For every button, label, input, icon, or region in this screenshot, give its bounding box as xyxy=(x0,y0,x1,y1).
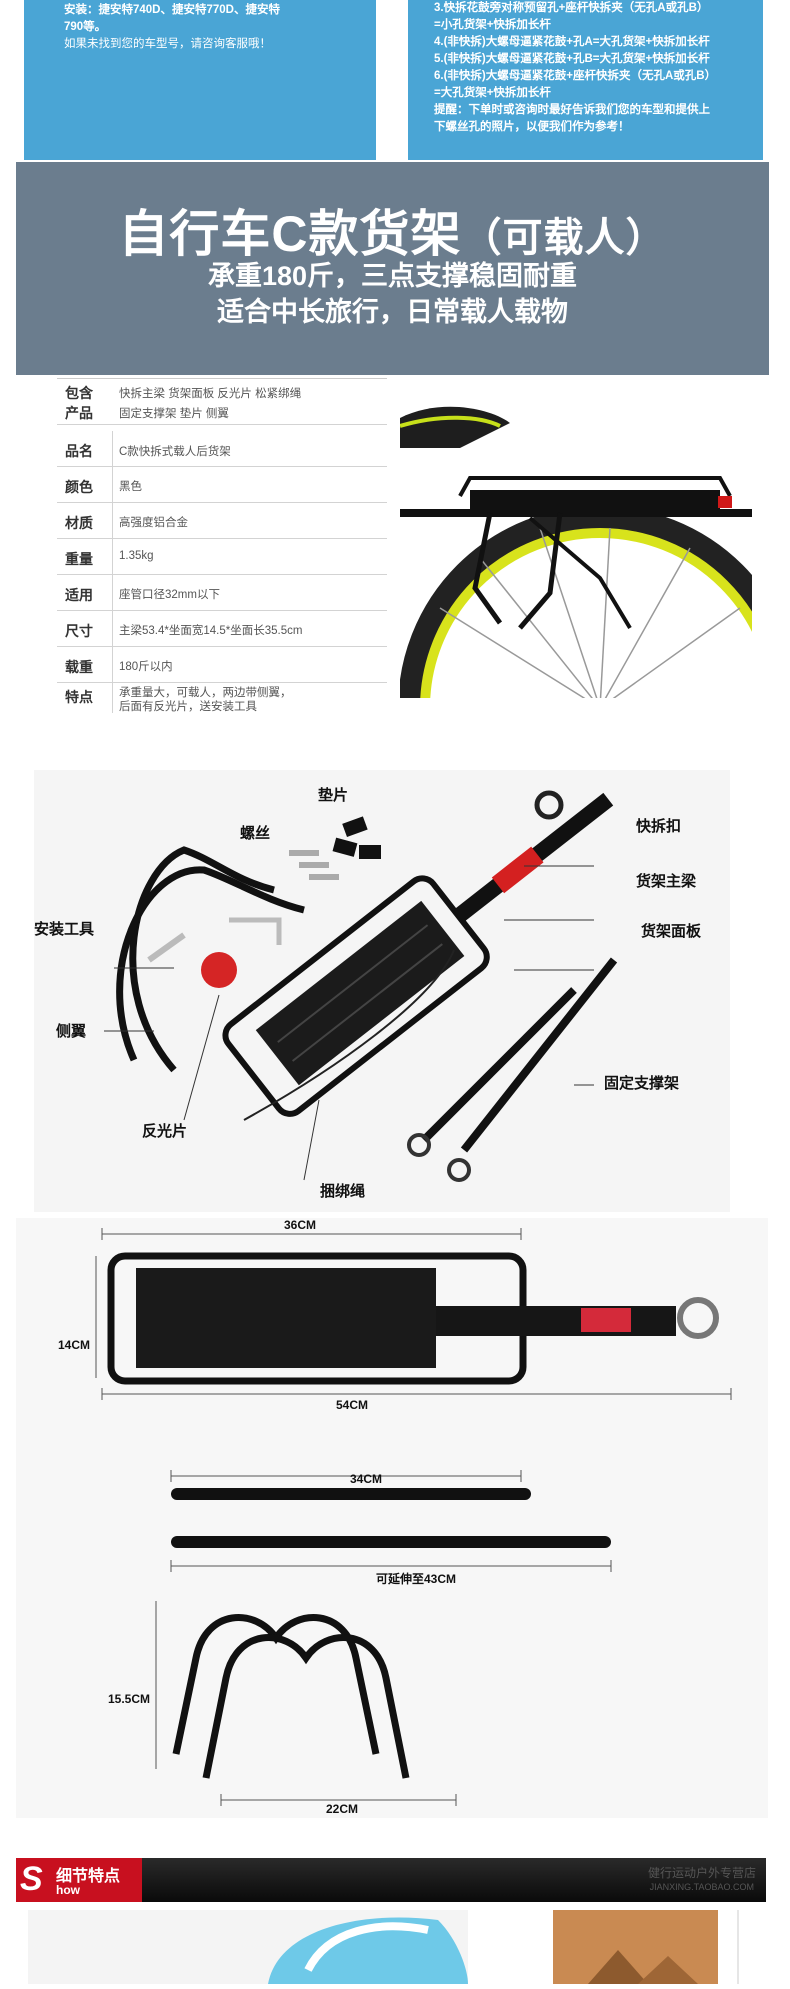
spec-value: 座管口径32mm以下 xyxy=(119,589,220,601)
spec-value: C款快拆式载人后货架 xyxy=(119,446,231,458)
label-panel: 货架面板 xyxy=(641,923,702,940)
install-line: 安装：捷安特740D、捷安特770D、捷安特 xyxy=(64,4,280,16)
dim-rack-height: 14CM xyxy=(58,1338,91,1352)
compat-line: =小孔货架+快拆加长杆 xyxy=(434,19,551,31)
spec-label: 适用 xyxy=(65,587,93,603)
detail-subtitle: how xyxy=(56,1883,80,1897)
spec-value: 后面有反光片，送安装工具 xyxy=(119,701,257,713)
label-strap: 捆绑绳 xyxy=(320,1183,366,1200)
spec-row: 载重 180斤以内 xyxy=(57,647,387,683)
compat-line: 4.(非快拆)大螺母逼紧花鼓+孔A=大孔货架+快拆加长杆 xyxy=(434,36,710,48)
dim-support-length: 34CM xyxy=(350,1472,383,1486)
banner-title-suffix: （可载人） xyxy=(461,216,667,260)
detail-header-badge: S 细节特点 how xyxy=(16,1858,142,1902)
detail-big-letter: S xyxy=(20,1860,43,1898)
spec-table: 包含 产品 快拆主梁 货架面板 反光片 松紧绑绳 固定支撑架 垫片 侧翼 品名 … xyxy=(57,378,387,713)
install-line: 790等。 xyxy=(64,21,107,33)
shop-url: JIANXING.TAOBAO.COM xyxy=(649,1882,754,1892)
spec-value: 1.35kg xyxy=(119,550,154,562)
spec-row: 材质 高强度铝合金 xyxy=(57,503,387,539)
spec-row: 重量 1.35kg xyxy=(57,539,387,575)
label-support: 固定支撑架 xyxy=(604,1075,680,1092)
label-wing: 侧翼 xyxy=(56,1023,87,1040)
spec-value: 高强度铝合金 xyxy=(119,517,188,529)
detail-photos xyxy=(28,1910,756,1984)
spec-value: 180斤以内 xyxy=(119,661,173,673)
compat-line: 5.(非快拆)大螺母逼紧花鼓+孔B=大孔货架+快拆加长杆 xyxy=(434,53,710,65)
reminder-line: 提醒：下单时或咨询时最好告诉我们您的车型和提供上 xyxy=(434,104,710,116)
dimensions-illustration xyxy=(16,1218,768,1818)
compat-info-panel: 3.快拆花鼓旁对称预留孔+座杆快拆夹（无孔A或孔B） =小孔货架+快拆加长杆 4… xyxy=(408,0,763,160)
banner-title-main: 自行车C款货架 xyxy=(118,206,462,262)
label-reflector: 反光片 xyxy=(142,1123,188,1140)
spec-row: 特点 承重量大，可载人，两边带侧翼， 后面有反光片，送安装工具 xyxy=(57,683,387,714)
dim-support-extend: 可延伸至43CM xyxy=(376,1572,457,1586)
spec-label: 产品 xyxy=(65,405,93,421)
install-info-panel: 安装：捷安特740D、捷安特770D、捷安特 790等。 如果未找到您的车型号，… xyxy=(24,0,376,160)
spec-value: 黑色 xyxy=(119,481,142,493)
spec-row: 品名 C款快拆式载人后货架 xyxy=(57,431,387,467)
spec-label: 尺寸 xyxy=(65,623,93,639)
detail-title: 细节特点 xyxy=(56,1868,121,1885)
spec-value: 承重量大，可载人，两边带侧翼， xyxy=(119,687,292,699)
detail-photo-strip xyxy=(28,1910,739,1984)
spec-label: 品名 xyxy=(65,443,93,459)
spec-value: 主梁53.4*坐面宽14.5*坐面长35.5cm xyxy=(119,625,303,637)
spec-label: 载重 xyxy=(65,659,93,675)
spec-value: 固定支撑架 垫片 侧翼 xyxy=(119,408,229,420)
compat-line: 6.(非快拆)大螺母逼紧花鼓+座杆快拆夹（无孔A或孔B） xyxy=(434,70,717,82)
spec-row: 颜色 黑色 xyxy=(57,467,387,503)
detail-section-header: S 细节特点 how 健行运动户外专营店 JIANXING.TAOBAO.COM xyxy=(16,1858,766,1902)
product-banner: 自行车C款货架（可载人） 承重180斤，三点支撑稳固耐重 适合中长旅行，日常载人… xyxy=(16,162,769,375)
shop-name: 健行运动户外专营店 xyxy=(647,1866,756,1880)
dim-rack-length: 54CM xyxy=(336,1398,369,1412)
label-pad: 垫片 xyxy=(318,787,349,804)
spec-row-package: 包含 产品 快拆主梁 货架面板 反光片 松紧绑绳 固定支撑架 垫片 侧翼 xyxy=(57,379,387,425)
spec-value: 快拆主梁 货架面板 反光片 松紧绑绳 xyxy=(119,388,302,400)
spec-row: 尺寸 主梁53.4*坐面宽14.5*坐面长35.5cm xyxy=(57,611,387,647)
spec-label: 重量 xyxy=(65,551,93,567)
dim-wing-height: 15.5CM xyxy=(108,1692,151,1706)
dimensions-diagram: 36CM 14CM 54CM 34CM 可延伸至43CM 15.5CM 22CM xyxy=(16,1218,768,1818)
spec-label: 材质 xyxy=(65,515,93,531)
dim-wing-width: 22CM xyxy=(326,1802,359,1816)
label-tools: 安装工具 xyxy=(34,921,95,938)
install-line: 如果未找到您的车型号，请咨询客服哦！ xyxy=(64,38,271,50)
banner-title: 自行车C款货架（可载人） xyxy=(16,194,769,266)
parts-diagram: 垫片 螺丝 快拆扣 货架主梁 货架面板 安装工具 侧翼 固定支撑架 反光片 捆绑… xyxy=(34,770,730,1212)
label-main-beam: 货架主梁 xyxy=(636,873,697,890)
rack-on-bike-photo xyxy=(398,378,790,910)
spec-row: 适用 座管口径32mm以下 xyxy=(57,575,387,611)
spec-label: 颜色 xyxy=(65,479,93,495)
bike-rack-illustration xyxy=(398,378,790,910)
banner-subtitle-2: 适合中长旅行，日常载人载物 xyxy=(217,297,568,327)
parts-illustration xyxy=(34,770,730,1212)
compat-line: =大孔货架+快拆加长杆 xyxy=(434,87,551,99)
label-screw: 螺丝 xyxy=(240,825,271,842)
spec-label: 包含 xyxy=(65,385,93,401)
compat-line: 3.快拆花鼓旁对称预留孔+座杆快拆夹（无孔A或孔B） xyxy=(434,2,709,14)
reminder-line: 下螺丝孔的照片，以便我们作为参考！ xyxy=(434,121,630,133)
banner-subtitle-1: 承重180斤，三点支撑稳固耐重 xyxy=(207,261,578,291)
spec-divider xyxy=(112,431,113,713)
spec-label: 特点 xyxy=(65,689,93,705)
label-quick-release: 快拆扣 xyxy=(636,818,682,835)
dim-rack-width: 36CM xyxy=(284,1218,317,1232)
